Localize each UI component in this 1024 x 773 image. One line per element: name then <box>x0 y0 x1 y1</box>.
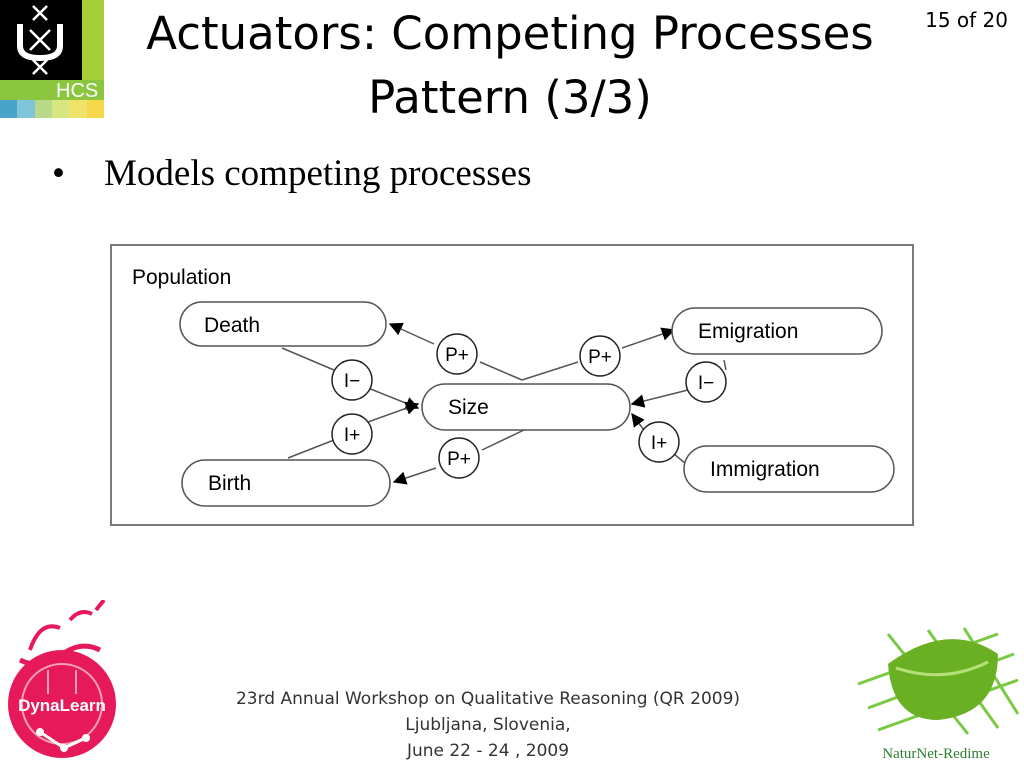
relation-badge-p-emigration: P+ <box>579 335 621 377</box>
page-indicator: 15 of 20 <box>925 8 1008 32</box>
svg-text:Birth: Birth <box>208 472 251 495</box>
bullet-item: • Models competing processes <box>52 152 531 195</box>
svg-text:I+: I+ <box>651 433 667 454</box>
university-logo: HCS <box>0 0 104 118</box>
dynalearn-emblem-icon: DynaLearn <box>8 598 116 758</box>
relation-badge-i-birth: I+ <box>331 413 373 455</box>
footer-line-2: Ljubljana, Slovenia, <box>405 715 571 735</box>
naturnet-logo: NaturNet-Redime <box>848 624 1024 768</box>
svg-text:I−: I− <box>344 371 360 392</box>
relation-badge-i-emigration: I− <box>685 361 727 403</box>
slide-title-line-2: Pattern (3/3) <box>368 71 652 124</box>
bullet-symbol: • <box>52 153 65 194</box>
svg-text:Death: Death <box>204 314 260 337</box>
logo-color-cells <box>0 100 104 118</box>
svg-text:P+: P+ <box>445 345 469 366</box>
relation-badge-p-birth: P+ <box>438 437 480 479</box>
node-birth: Birth <box>181 459 391 507</box>
slide-title: Actuators: Competing Processes Pattern (… <box>110 2 910 130</box>
footer-line-3: June 22 - 24 , 2009 <box>406 741 570 761</box>
relation-badge-i-immigration: I+ <box>638 421 680 463</box>
node-size: Size <box>421 383 631 431</box>
slide-title-line-1: Actuators: Competing Processes <box>146 7 874 60</box>
relation-badge-p-death: P+ <box>436 333 478 375</box>
node-immigration: Immigration <box>683 445 895 493</box>
diagram-connectors <box>281 322 727 485</box>
svg-text:Immigration: Immigration <box>710 458 820 481</box>
dynalearn-logo: DynaLearn <box>0 598 130 768</box>
footer-conference-info: 23rd Annual Workshop on Qualitative Reas… <box>200 686 776 764</box>
relation-badge-i-death: I− <box>331 359 373 401</box>
svg-text:DynaLearn: DynaLearn <box>18 696 106 715</box>
svg-text:P+: P+ <box>588 347 612 368</box>
logo-black-block <box>0 0 82 80</box>
causal-diagram: Population De <box>132 266 895 507</box>
footer-line-1: 23rd Annual Workshop on Qualitative Reas… <box>235 689 741 709</box>
svg-text:Emigration: Emigration <box>698 320 798 343</box>
svg-text:Size: Size <box>448 396 489 419</box>
diagram-container-label: Population <box>132 266 231 289</box>
university-emblem-icon <box>17 5 63 75</box>
diagram-frame: Population De <box>110 244 914 526</box>
naturnet-leaf-icon: NaturNet-Redime <box>857 627 1020 762</box>
svg-text:P+: P+ <box>447 449 471 470</box>
svg-text:I−: I− <box>698 373 714 394</box>
svg-text:I+: I+ <box>344 425 360 446</box>
bullet-text: Models competing processes <box>104 153 532 194</box>
svg-text:NaturNet-Redime: NaturNet-Redime <box>882 746 990 762</box>
node-death: Death <box>179 301 387 347</box>
node-emigration: Emigration <box>671 307 883 355</box>
logo-hcs-text: HCS <box>56 80 99 102</box>
